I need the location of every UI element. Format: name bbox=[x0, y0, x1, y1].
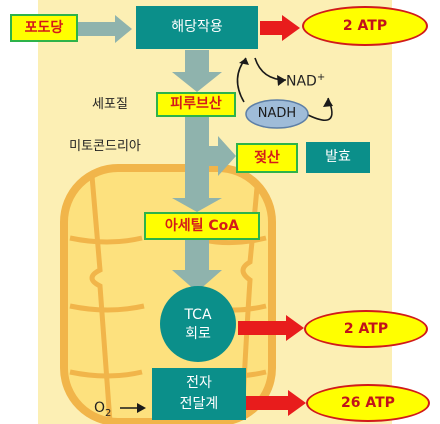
arrow-pyruvate-to-acetyl bbox=[172, 114, 222, 212]
arrow-glycolysis-to-pyruvate bbox=[172, 50, 222, 92]
output-arrows bbox=[238, 15, 306, 416]
arrow-acetyl-to-tca bbox=[172, 240, 222, 292]
tca-line-2: 회로 bbox=[185, 326, 211, 342]
nad-label: NAD+ bbox=[286, 68, 336, 90]
glucose-box: 포도당 bbox=[10, 14, 78, 42]
nadh-label: NADH bbox=[257, 106, 297, 121]
nadh-ellipse bbox=[245, 99, 309, 129]
lactate-box: 젖산 bbox=[236, 143, 298, 173]
nad-cycle-arrows bbox=[236, 57, 333, 121]
electron-transport-box: 전자 전달계 bbox=[152, 368, 246, 420]
o2-arrow bbox=[120, 403, 146, 413]
arrow-pyruvate-to-lactate bbox=[205, 136, 236, 176]
glycolysis-box: 해당작용 bbox=[136, 6, 258, 49]
acetyl-coa-box: 아세틸 CoA bbox=[144, 212, 260, 240]
pyruvate-box: 피루브산 bbox=[156, 92, 236, 117]
tca-line-1: TCA bbox=[184, 307, 212, 323]
tca-label: TCA 회로 bbox=[162, 306, 234, 346]
arrow-to-atp-etc bbox=[246, 390, 306, 416]
nad-text: NAD bbox=[286, 73, 317, 90]
cytoplasm-label: 세포질 bbox=[92, 97, 128, 112]
arrow-to-atp-tca bbox=[238, 315, 304, 341]
atp-output-glycolysis: 2 ATP bbox=[302, 6, 428, 46]
arrow-to-atp-glycolysis bbox=[260, 15, 300, 41]
etc-line-1: 전자 bbox=[186, 375, 212, 391]
etc-line-2: 전달계 bbox=[179, 396, 219, 412]
mitochondria-label: 미토콘드리아 bbox=[69, 139, 141, 154]
atp-output-tca: 2 ATP bbox=[304, 310, 428, 348]
oxygen-subscript: 2 bbox=[105, 407, 112, 419]
atp-output-etc: 26 ATP bbox=[306, 384, 430, 422]
oxygen-label: O2 bbox=[94, 398, 120, 419]
fermentation-box: 발효 bbox=[306, 142, 370, 173]
nad-superscript: + bbox=[316, 72, 326, 83]
oxygen-symbol: O bbox=[94, 400, 106, 416]
tca-circle bbox=[160, 286, 236, 362]
